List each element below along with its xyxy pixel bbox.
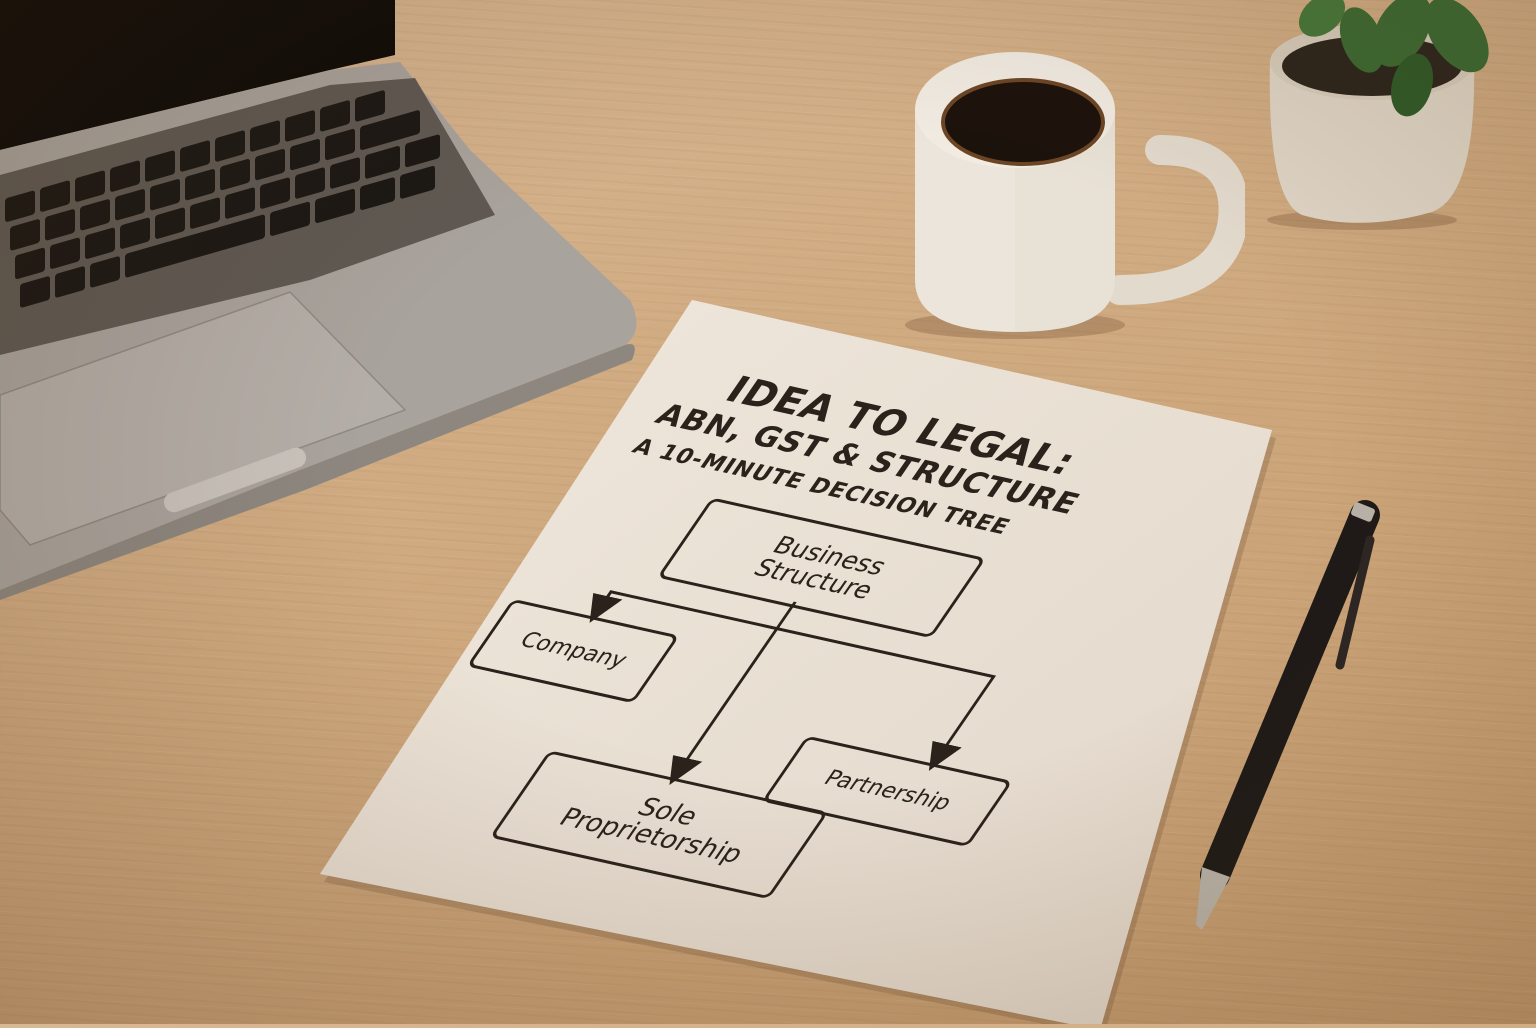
tree-connectors	[589, 590, 997, 786]
company-label: Company	[514, 628, 632, 674]
pen	[1180, 495, 1400, 945]
decision-tree-document: IDEA TO LEGAL: ABN, GST & STRUCTURE A 10…	[287, 300, 1276, 1017]
partnership-label: Partnership	[818, 766, 957, 816]
potted-plant	[1262, 0, 1522, 230]
coffee-mug	[905, 40, 1249, 340]
